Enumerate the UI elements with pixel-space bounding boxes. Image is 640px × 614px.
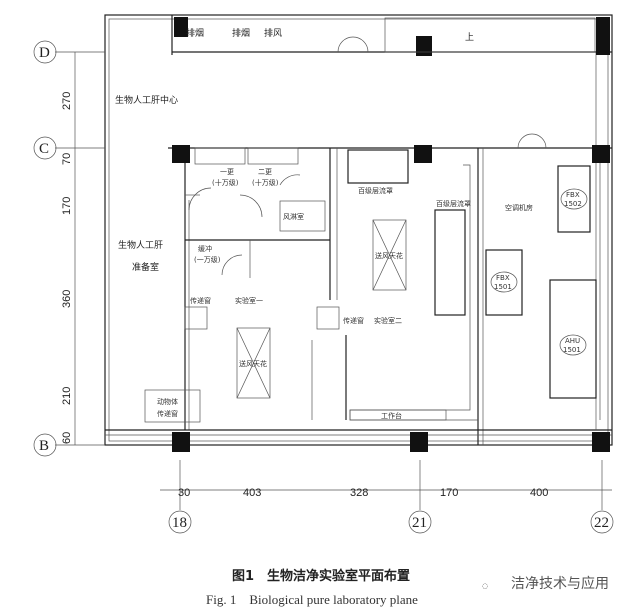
supply-ceiling-label: 送风天花	[375, 251, 403, 260]
animal-pass-window-label-2: 传递窗	[157, 409, 178, 418]
laminar-hood-label: 百级层流罩	[436, 199, 471, 208]
dim-328: 328	[350, 487, 368, 499]
dim-400: 400	[530, 487, 548, 499]
watermark: 洁净技术与应用	[511, 575, 609, 592]
dim-70: 70	[61, 153, 73, 165]
dim-170: 170	[440, 487, 458, 499]
laminar-hood-label: 百级层流罩	[358, 186, 393, 195]
doors	[188, 36, 547, 276]
up-label: 上	[465, 32, 474, 43]
walls	[104, 14, 613, 446]
dim-210: 210	[61, 387, 73, 405]
prep-room-label-2: 准备室	[132, 261, 159, 273]
workbench-label: 工作台	[381, 411, 402, 420]
change-room-2-class: (十万级)	[252, 178, 279, 187]
prep-room-label: 生物人工肝	[118, 239, 163, 251]
supply-ceiling-label: 送风天花	[239, 359, 267, 368]
lab2-label: 实验室二	[374, 316, 402, 325]
fbx1501-label: FBX	[496, 274, 510, 282]
exhaust-label: 排风	[264, 27, 282, 39]
change-room-1-class: (十万级)	[212, 178, 239, 187]
change-room-2-label: 二更	[258, 168, 272, 176]
axis-22-label: 22	[594, 515, 609, 531]
structural-columns	[172, 17, 610, 452]
smoke-exhaust-label: 排烟	[186, 27, 204, 39]
lab1-label: 实验室一	[235, 296, 263, 305]
stairs	[194, 17, 596, 165]
dim-360: 360	[61, 290, 73, 308]
axis-18-label: 18	[172, 515, 187, 531]
equipment	[144, 149, 597, 423]
axis-21-label: 21	[412, 515, 427, 531]
center-label: 生物人工肝中心	[115, 94, 178, 106]
caption-en: Fig. 1 Biological pure laboratory plane	[206, 592, 418, 607]
grid-axes: D C B 18 21 22	[33, 40, 614, 534]
room-labels: 排烟 排烟 排风 上 生物人工肝中心 生物人工肝 准备室 一更 (十万级) 二更…	[115, 27, 582, 420]
ahu1501-label: AHU	[565, 337, 580, 345]
fbx1502-label: FBX	[566, 191, 580, 199]
caption-cn: 图1 生物洁净实验室平面布置	[232, 568, 410, 584]
dim-30: 30	[178, 487, 190, 499]
pass-window-label: 传递窗	[190, 296, 211, 305]
dim-60: 60	[61, 432, 73, 444]
dimensions: 270 70 170 360 210 60 30 403 328 170 400	[61, 92, 548, 499]
buffer-class: (一万级)	[194, 255, 221, 264]
buffer-label: 缓冲	[198, 244, 212, 253]
fbx1501-number: 1501	[494, 283, 512, 291]
smoke-exhaust-label: 排烟	[232, 27, 250, 39]
air-shower-label: 风淋室	[283, 212, 304, 221]
axis-c-label: C	[39, 141, 49, 157]
ahu1501-number: 1501	[563, 346, 581, 354]
wechat-icon: ◌	[482, 582, 488, 590]
dim-170: 170	[61, 197, 73, 215]
dim-270: 270	[61, 92, 73, 110]
fbx1502-number: 1502	[564, 200, 582, 208]
change-room-1-label: 一更	[220, 168, 234, 176]
animal-pass-window-label: 动物体	[157, 397, 178, 406]
ac-room-label: 空调机房	[505, 203, 533, 212]
dim-403: 403	[243, 487, 261, 499]
axis-d-label: D	[39, 45, 50, 61]
axis-b-label: B	[39, 438, 49, 454]
pass-window-label: 传递窗	[343, 316, 364, 325]
